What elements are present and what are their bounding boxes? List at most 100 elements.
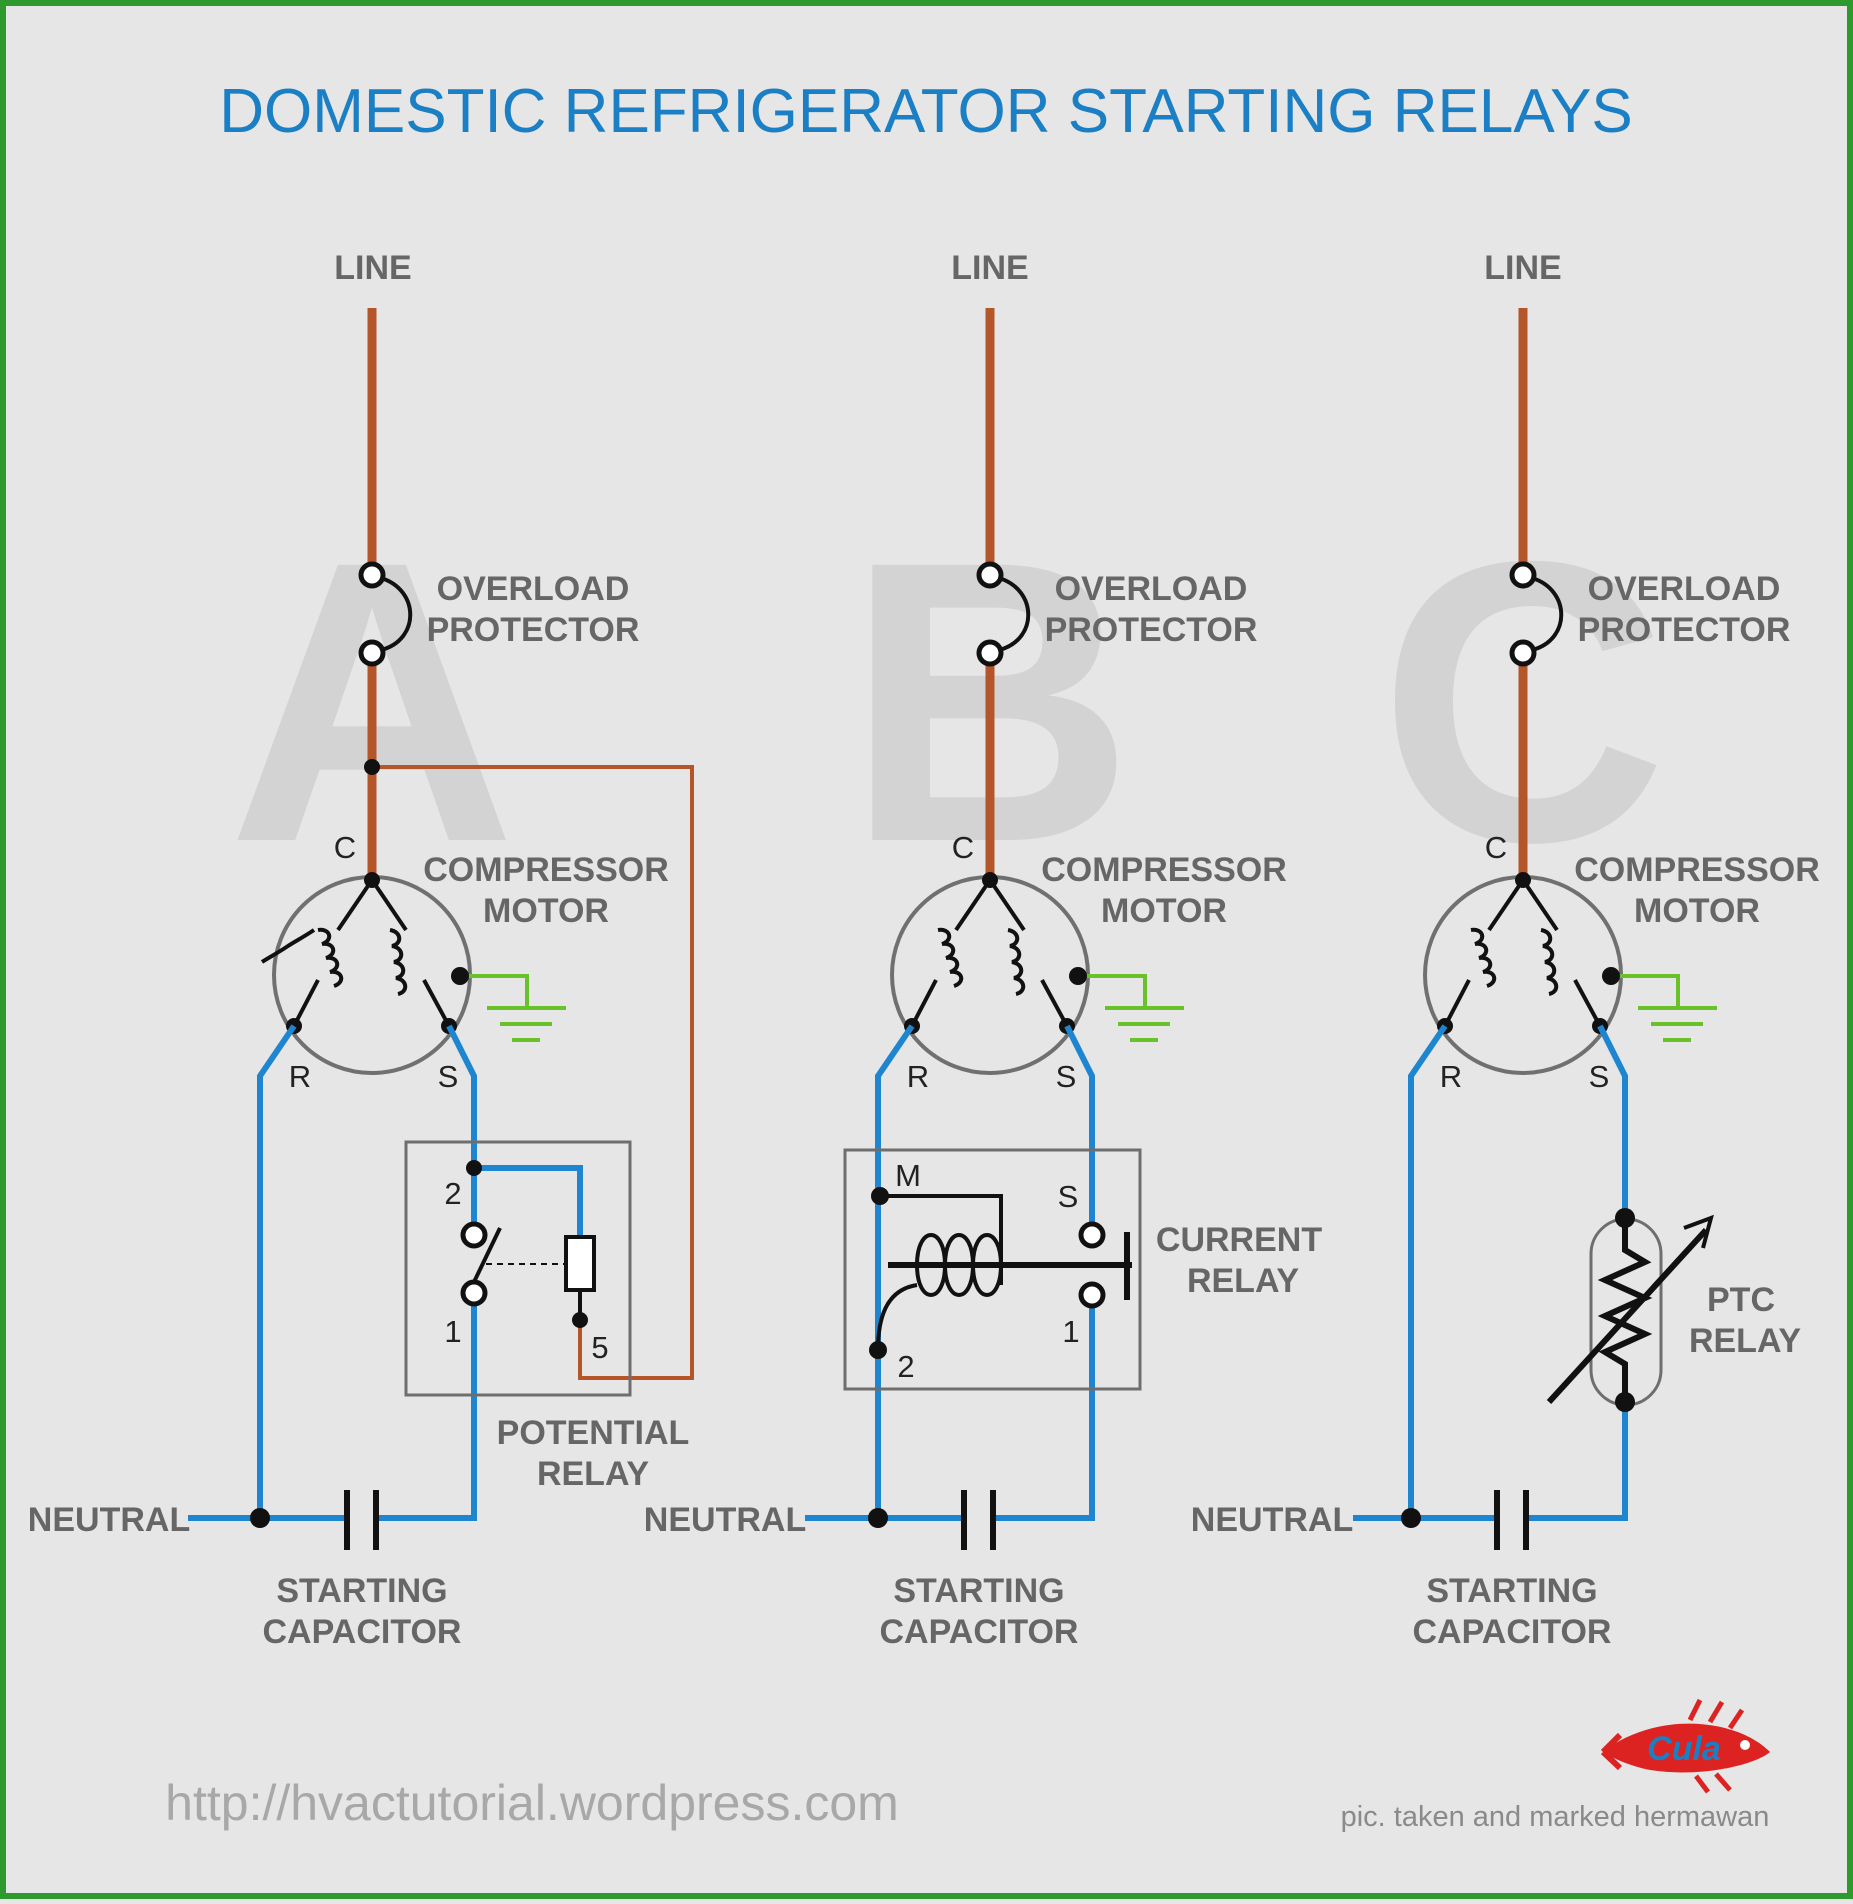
capacitor-label-line1: STARTING xyxy=(893,1572,1064,1610)
run-winding-neutral-wire xyxy=(1408,1024,1448,1518)
ground-icon xyxy=(1087,974,1184,1042)
start-winding-wire xyxy=(1597,1024,1628,1218)
fish-logo-icon: Cula xyxy=(1600,1698,1770,1794)
overload-label-line2: PROTECTOR xyxy=(427,611,640,649)
relay-terminal-1-label: 1 xyxy=(444,1314,461,1349)
relay-label-line1: POTENTIAL xyxy=(497,1414,690,1452)
terminal-c-label: C xyxy=(1485,830,1507,865)
run-winding-neutral-wire xyxy=(875,1024,915,1518)
start-winding-wire xyxy=(446,1024,477,1232)
relay-terminal-2-label: 2 xyxy=(444,1176,461,1211)
motor-label-line1: COMPRESSOR xyxy=(423,851,669,889)
motor-label-line2: MOTOR xyxy=(483,892,609,930)
line-label: LINE xyxy=(1484,249,1561,287)
line-label: LINE xyxy=(951,249,1028,287)
relay-terminal-m-label: M xyxy=(895,1158,921,1193)
neutral-junction-dot xyxy=(250,1508,270,1528)
start-winding-coil xyxy=(1540,928,1559,996)
relay-label-line2: RELAY xyxy=(537,1455,649,1493)
run-winding-lead-low xyxy=(910,979,938,1027)
start-winding-lead-low xyxy=(1573,979,1602,1027)
ptc-variable-arrow xyxy=(1546,1227,1709,1405)
relay-contact-bottom xyxy=(460,1279,488,1307)
terminal-r-label: R xyxy=(907,1059,929,1094)
overload-terminal-top xyxy=(358,561,386,589)
start-winding-lead-low xyxy=(1040,979,1069,1027)
terminal-c-label: C xyxy=(334,830,356,865)
ground-terminal-dot xyxy=(451,967,469,985)
start-winding-lead xyxy=(988,878,1026,932)
relay-contact-top xyxy=(460,1221,488,1249)
capacitor-label-line2: CAPACITOR xyxy=(263,1613,462,1651)
terminal-r-label: R xyxy=(1440,1059,1462,1094)
capacitor-label-line2: CAPACITOR xyxy=(880,1613,1079,1651)
overload-protector-link xyxy=(1531,576,1564,652)
capacitor-label-line1: STARTING xyxy=(276,1572,447,1610)
overload-terminal-bottom xyxy=(1509,639,1537,667)
relay-switch-blade xyxy=(472,1227,502,1283)
junction-dot xyxy=(364,759,380,775)
start-winding-lead xyxy=(1521,878,1559,932)
overload-terminal-top xyxy=(1509,561,1537,589)
run-winding-lead-low xyxy=(292,979,320,1027)
circuit-b-current-relay: LINE OVERLOAD PROTECTOR C R S COMPRESSOR… xyxy=(644,249,1323,1651)
relay-coil xyxy=(915,1233,1004,1297)
relay-coil xyxy=(564,1235,596,1292)
ptc-resistor-zigzag xyxy=(1597,1218,1653,1402)
terminal-c-dot xyxy=(364,872,380,888)
relay-coil-feed-wire xyxy=(372,765,694,1380)
ground-terminal-dot xyxy=(1602,967,1620,985)
overload-label-line1: OVERLOAD xyxy=(1055,570,1248,608)
neutral-junction-dot xyxy=(868,1508,888,1528)
relay-contact-1 xyxy=(1078,1281,1106,1309)
circuit-a-potential-relay: LINE OVERLOAD PROTECTOR C R S COMPRESSOR… xyxy=(28,249,694,1651)
capacitor-label-line1: STARTING xyxy=(1426,1572,1597,1610)
relay-contact-s xyxy=(1078,1221,1106,1249)
relay-label-line2: RELAY xyxy=(1689,1322,1801,1360)
line-label: LINE xyxy=(334,249,411,287)
neutral-label: NEUTRAL xyxy=(1191,1501,1353,1539)
start-winding-coil xyxy=(389,928,408,996)
overload-label-line1: OVERLOAD xyxy=(1588,570,1781,608)
run-winding-coil xyxy=(937,927,964,988)
start-winding-coil xyxy=(1007,928,1026,996)
start-winding-lead xyxy=(370,878,408,932)
terminal-s-label: S xyxy=(1056,1059,1077,1094)
motor-label-line1: COMPRESSOR xyxy=(1041,851,1287,889)
relay-terminal-2-label: 2 xyxy=(897,1349,914,1384)
ground-terminal-dot xyxy=(1069,967,1087,985)
overload-protector-link xyxy=(998,576,1031,652)
terminal-s-label: S xyxy=(438,1059,459,1094)
motor-label-line2: MOTOR xyxy=(1634,892,1760,930)
logo-text: Cula xyxy=(1647,1730,1721,1768)
circuit-c-ptc-relay: LINE OVERLOAD PROTECTOR C R S COMPRESSOR… xyxy=(1191,249,1820,1651)
potential-relay-box xyxy=(404,1140,632,1397)
relay-label-line2: RELAY xyxy=(1187,1262,1299,1300)
current-relay-box xyxy=(843,1148,1142,1391)
relay-terminal-1-label: 1 xyxy=(1062,1314,1079,1349)
capacitor-label-line2: CAPACITOR xyxy=(1413,1613,1612,1651)
capacitor-feed-wire xyxy=(375,1305,477,1521)
capacitor-feed-wire xyxy=(995,1306,1095,1521)
overload-terminal-bottom xyxy=(976,639,1004,667)
terminal-c-dot xyxy=(982,872,998,888)
capacitor-feed-wire xyxy=(1526,1402,1628,1521)
ground-icon xyxy=(469,974,566,1042)
neutral-junction-dot xyxy=(1401,1508,1421,1528)
neutral-label: NEUTRAL xyxy=(644,1501,806,1539)
relay-coil-wire xyxy=(474,1165,583,1237)
relay-label-line1: PTC xyxy=(1707,1281,1775,1319)
motor-label-line2: MOTOR xyxy=(1101,892,1227,930)
run-winding-lead xyxy=(336,878,374,932)
ptc-arrow-head xyxy=(1683,1214,1714,1249)
relay-terminal-2-dot xyxy=(466,1160,482,1176)
relay-label-line1: CURRENT xyxy=(1156,1221,1322,1259)
relay-terminal-5-label: 5 xyxy=(591,1330,608,1365)
motor-label-line1: COMPRESSOR xyxy=(1574,851,1820,889)
ground-icon xyxy=(1620,974,1717,1042)
relay-terminal-2-dot xyxy=(869,1341,887,1359)
run-winding-lead xyxy=(954,878,992,932)
